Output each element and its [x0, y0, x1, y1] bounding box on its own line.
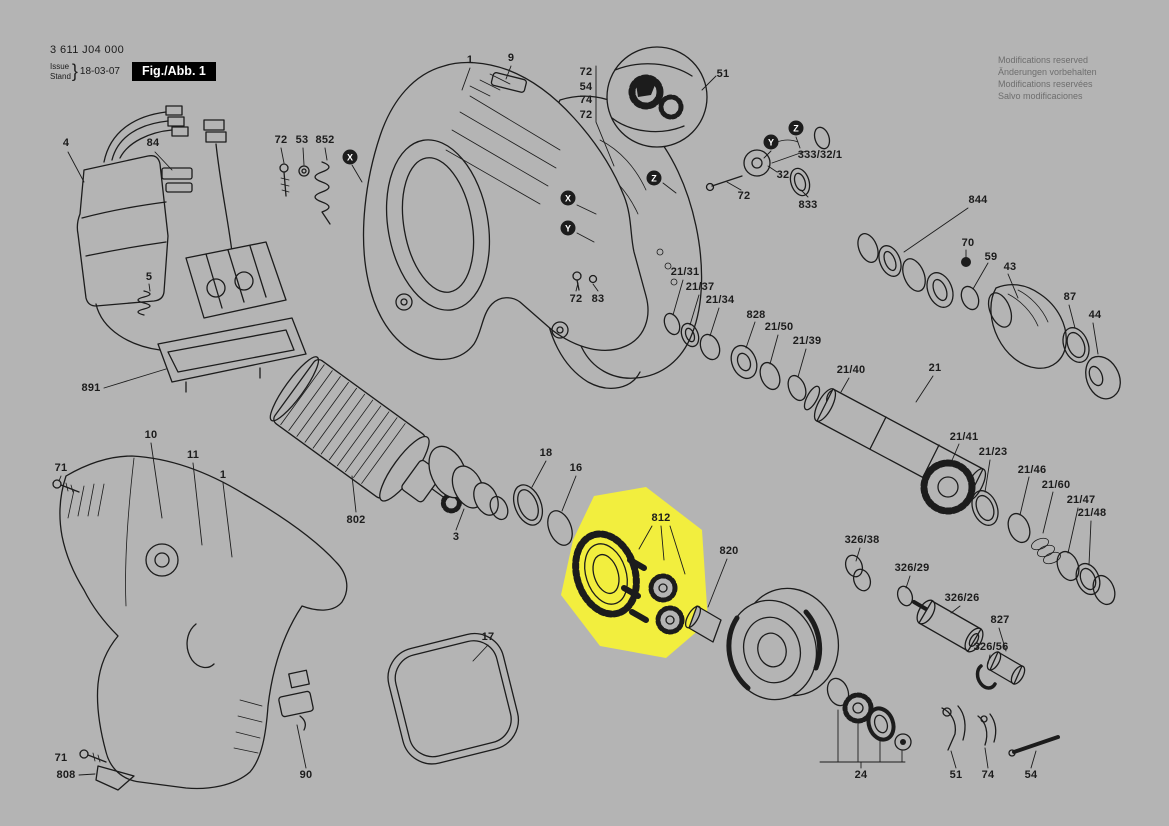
notice-line-en: Modifications reserved — [998, 55, 1089, 65]
stand-label: Stand — [50, 71, 71, 81]
figure-label: Fig./Abb. 1 — [131, 62, 216, 81]
issue-stand-labels: Issue Stand — [50, 62, 71, 81]
screw-71-top — [52, 479, 80, 493]
c-ring-326-56 — [975, 664, 997, 690]
spring-852 — [314, 161, 331, 225]
mode-knob-assembly — [705, 126, 831, 197]
cap-44 — [1085, 355, 1121, 400]
gear-21-41 — [920, 459, 976, 515]
motor-assembly-802 — [269, 356, 462, 514]
drill-body — [59, 455, 348, 790]
spring-5 — [137, 290, 151, 316]
screw-71-bottom — [79, 749, 107, 763]
pin-54 — [1008, 735, 1060, 757]
plate-9 — [490, 72, 527, 93]
connector-84 — [161, 167, 193, 193]
modifications-notice: Modifications reserved Änderungen vorbeh… — [998, 55, 1097, 103]
washer-pin-326-29 — [896, 585, 928, 611]
washer-chain-lower — [971, 490, 1116, 606]
brace-glyph: } — [71, 61, 78, 81]
wedge-808 — [95, 765, 135, 791]
screw-72-top — [279, 163, 290, 197]
fork-51 — [941, 705, 966, 751]
clutch-cone-3 — [428, 445, 509, 521]
brush-holder-90 — [278, 669, 314, 731]
planet-gears-812 — [621, 557, 685, 635]
oring-16 — [547, 510, 573, 546]
wiring-harness — [103, 105, 233, 253]
leader-lines — [58, 65, 1099, 776]
bearing-chain-upper — [857, 233, 980, 311]
housing-screws — [572, 271, 598, 291]
part-number: 3 611 J04 000 — [50, 44, 125, 56]
detail-inset-circle — [606, 46, 708, 148]
part-827 — [986, 651, 1026, 685]
clutch-housing — [726, 587, 840, 701]
oring-18 — [512, 484, 544, 526]
issue-date: 18-03-07 — [79, 66, 120, 77]
rubber-boot-43 — [987, 283, 1067, 369]
cylinder-326-26 — [916, 599, 984, 653]
bottom-bearing-chain-24 — [826, 677, 912, 751]
gasket-17 — [387, 632, 520, 765]
notice-line-de: Änderungen vorbehalten — [998, 66, 1097, 77]
electronics-module-891 — [95, 241, 307, 393]
ring-87 — [1062, 327, 1090, 363]
title-block: 3 611 J04 000 Issue Stand } 18-03-07 Fig… — [50, 44, 216, 82]
notice-line-es: Salvo modificaciones — [998, 90, 1083, 101]
battery-pack — [76, 155, 169, 307]
notice-line-fr: Modifications reservées — [998, 78, 1093, 89]
washers-326-38 — [844, 554, 872, 592]
housing-shell-left — [362, 61, 649, 361]
issue-label: Issue — [50, 61, 70, 71]
washer-53 — [298, 165, 310, 177]
pin-820 — [684, 605, 722, 643]
fork-74 — [977, 713, 997, 746]
